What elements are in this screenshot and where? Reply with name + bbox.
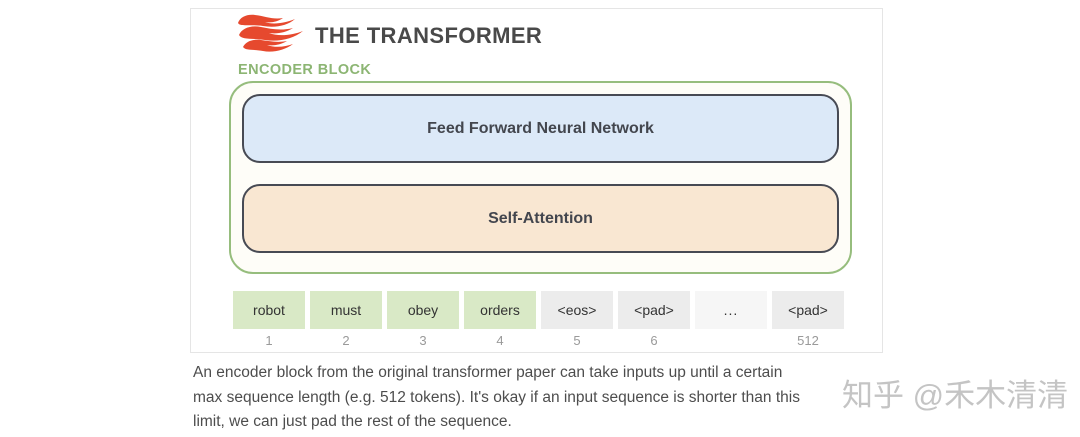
token-robot: robot 1	[233, 291, 305, 349]
token-cell: <pad>	[618, 291, 690, 329]
token-index	[695, 333, 767, 349]
token-obey: obey 3	[387, 291, 459, 349]
token-must: must 2	[310, 291, 382, 349]
token-cell: <eos>	[541, 291, 613, 329]
token-pad-512: <pad> 512	[772, 291, 844, 349]
token-orders: orders 4	[464, 291, 536, 349]
feed-forward-box: Feed Forward Neural Network	[242, 94, 839, 163]
caption-line-3: limit, we can just pad the rest of the s…	[193, 413, 512, 430]
token-cell: must	[310, 291, 382, 329]
self-attention-box: Self-Attention	[242, 184, 839, 253]
token-cell: orders	[464, 291, 536, 329]
token-index: 4	[496, 333, 504, 348]
caption-text: An encoder block from the original trans…	[193, 361, 800, 435]
token-cell: robot	[233, 291, 305, 329]
token-index: 1	[265, 333, 273, 348]
token-cell: <pad>	[772, 291, 844, 329]
caption-line-1: An encoder block from the original trans…	[193, 364, 783, 381]
encoder-block-outline: Feed Forward Neural Network Self-Attenti…	[229, 81, 852, 274]
token-index: 3	[419, 333, 427, 348]
token-ellipsis: ...	[695, 291, 767, 349]
token-index: 5	[573, 333, 581, 348]
token-index: 6	[650, 333, 658, 348]
diagram-title: THE TRANSFORMER	[315, 23, 543, 48]
diagram-panel: THE TRANSFORMER ENCODER BLOCK Feed Forwa…	[190, 8, 883, 353]
token-index: 512	[797, 333, 819, 348]
flames-logo-icon	[237, 13, 305, 55]
token-cell: obey	[387, 291, 459, 329]
token-eos: <eos> 5	[541, 291, 613, 349]
encoder-block-label: ENCODER BLOCK	[238, 62, 372, 78]
token-pad-6: <pad> 6	[618, 291, 690, 349]
zhihu-watermark: 知乎 @禾木清清	[842, 378, 1069, 413]
token-row: robot 1 must 2 obey 3 orders 4 <eos> 5 <…	[233, 291, 844, 349]
token-cell: ...	[695, 291, 767, 329]
caption-line-2: max sequence length (e.g. 512 tokens). I…	[193, 388, 800, 406]
token-index: 2	[342, 333, 350, 348]
